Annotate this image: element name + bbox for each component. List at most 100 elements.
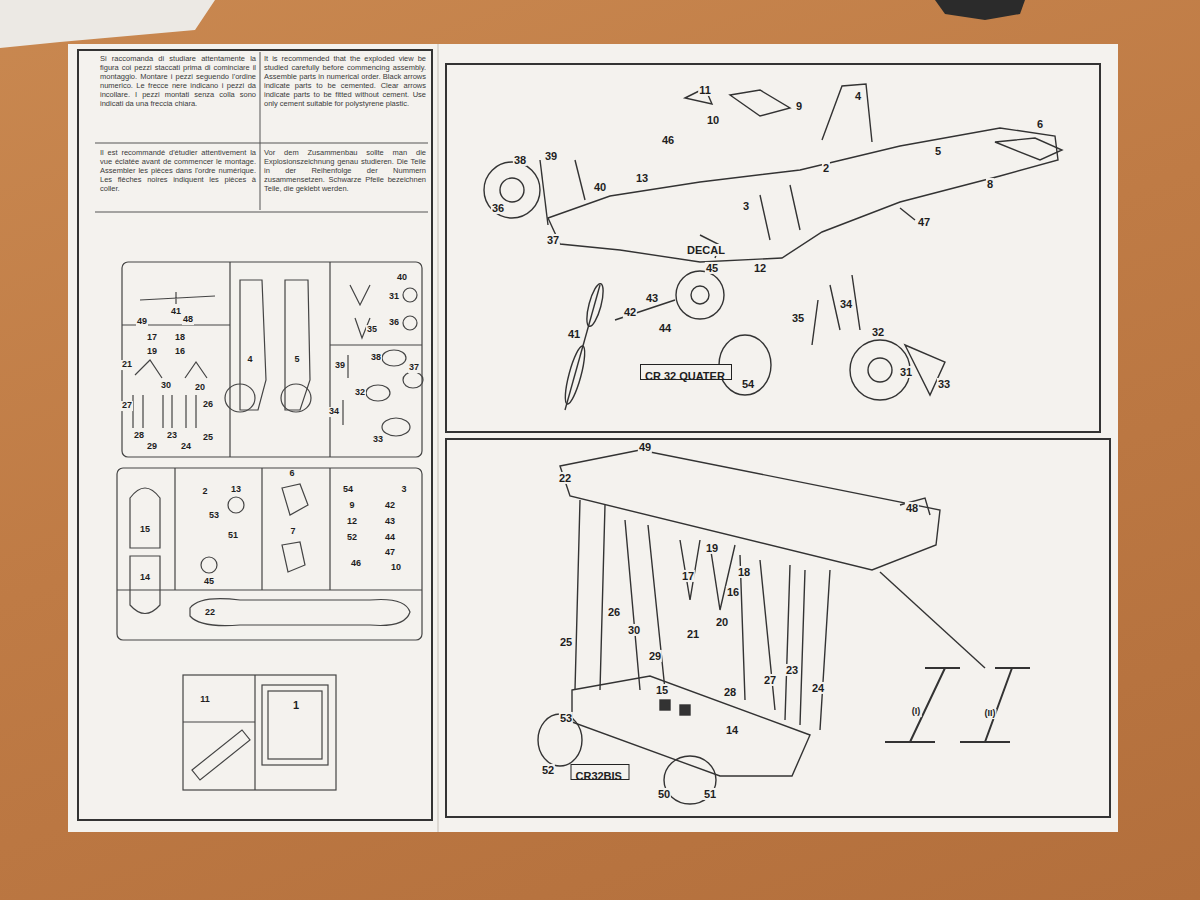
callout-number: 1 [292, 699, 300, 711]
callout-number: 47 [917, 216, 931, 228]
callout-number: 45 [705, 262, 719, 274]
callout-number: 42 [623, 306, 637, 318]
exploded-view-wings-part [680, 705, 690, 715]
callout-number: 16 [174, 347, 186, 357]
paper-sheet-part [446, 439, 1110, 817]
sprue-frames-part [225, 384, 255, 412]
callout-number: 15 [655, 684, 669, 696]
callout-number: 31 [388, 292, 400, 302]
callout-number: 2 [201, 487, 208, 497]
callout-number: 10 [390, 563, 402, 573]
callout-number: 37 [546, 234, 560, 246]
instruction-text: It is recommended that the exploded view… [264, 54, 426, 108]
sprue-frames-part [183, 721, 255, 722]
callout-number: 52 [541, 764, 555, 776]
callout-number: 44 [658, 322, 672, 334]
callout-number: 12 [753, 262, 767, 274]
callout-number: 54 [741, 378, 755, 390]
sprue-frames-part [174, 468, 175, 590]
callout-number: 17 [146, 333, 158, 343]
exploded-view-fuselage-part [561, 344, 588, 405]
exploded-view-wings-part [740, 555, 775, 710]
paper-sheet-part [78, 50, 432, 820]
callout-number: 21 [121, 360, 133, 370]
sprue-frames-part [117, 589, 422, 590]
paper-sheet [68, 44, 1118, 832]
sprue-frames-part [130, 556, 160, 614]
callout-number: 50 [657, 788, 671, 800]
callout-number: 52 [346, 533, 358, 543]
sprue-frames-part [403, 372, 423, 388]
exploded-view-fuselage-part [575, 160, 585, 200]
exploded-view-wings [538, 450, 985, 804]
callout-number: 46 [350, 559, 362, 569]
callout-number: 33 [937, 378, 951, 390]
sprue-frames-part [347, 355, 348, 378]
paper-sheet-part [260, 52, 261, 210]
callout-number: 6 [1036, 118, 1044, 130]
sprue-frames-part [281, 384, 311, 412]
strut-rigging-detail [885, 668, 1030, 742]
instruction-text: Il est recommandé d'étudier attentivemen… [100, 148, 256, 193]
exploded-view-fuselage-part [995, 138, 1062, 160]
callout-number: 4 [854, 90, 862, 102]
callout-number: 27 [121, 401, 133, 411]
exploded-view-wings-part [880, 572, 985, 668]
callout-number: 49 [136, 317, 148, 327]
callout-number: 9 [348, 501, 355, 511]
paper-sheet-part [68, 44, 1118, 832]
exploded-view-fuselage-part [900, 208, 915, 220]
callout-number: 31 [899, 366, 913, 378]
exploded-view-fuselage-part [822, 84, 872, 142]
sprue-frames-part [329, 468, 330, 590]
exploded-view-wings-part [900, 498, 930, 515]
callout-number: 19 [146, 347, 158, 357]
variant-label-box: CR32BIS [571, 764, 630, 780]
sprue-frames [117, 262, 423, 790]
exploded-view-wings-part [560, 450, 940, 570]
exploded-view-fuselage-part [730, 90, 790, 116]
strut-rigging-detail-part [960, 668, 1030, 742]
exploded-view-fuselage-part [548, 128, 1058, 262]
callout-number: 4 [246, 355, 253, 365]
callout-number: 36 [388, 318, 400, 328]
callout-number: 33 [372, 435, 384, 445]
exploded-view-wings-part [680, 540, 735, 610]
callout-number: 27 [763, 674, 777, 686]
callout-number: 24 [811, 682, 825, 694]
callout-number: 40 [396, 273, 408, 283]
callout-number: 51 [227, 531, 239, 541]
callout-number: 7 [289, 527, 296, 537]
callout-number: 20 [194, 383, 206, 393]
callout-number: (II) [984, 709, 997, 719]
exploded-view-fuselage-part [484, 162, 540, 218]
callout-number: 5 [934, 145, 942, 157]
callout-number: 32 [871, 326, 885, 338]
sprue-frames-part [254, 675, 255, 790]
exploded-view-fuselage-part [868, 358, 892, 382]
callout-number: 48 [182, 315, 194, 325]
callout-number: 54 [342, 485, 354, 495]
sprue-frames-part [366, 385, 390, 401]
callout-number: 51 [703, 788, 717, 800]
callout-number: 49 [638, 441, 652, 453]
callout-number: 28 [133, 431, 145, 441]
callout-number: 5 [293, 355, 300, 365]
sprue-frames-part [382, 350, 406, 366]
variant-name: CR32BIS [576, 770, 622, 782]
exploded-view-fuselage-part [500, 178, 524, 202]
callout-number: DECAL [686, 244, 726, 256]
callout-number: 34 [839, 298, 853, 310]
sprue-frames-part [268, 691, 322, 759]
callout-number: 19 [705, 542, 719, 554]
callout-number: 22 [204, 608, 216, 618]
callout-number: 37 [408, 363, 420, 373]
callout-number: 41 [170, 307, 182, 317]
callout-number: 40 [593, 181, 607, 193]
sprue-frames-part [140, 292, 215, 304]
paper-sheet-part [95, 143, 428, 144]
callout-number: 36 [491, 202, 505, 214]
strut-rigging-detail-part [885, 668, 960, 742]
callout-number: 34 [328, 407, 340, 417]
callout-number: 13 [230, 485, 242, 495]
